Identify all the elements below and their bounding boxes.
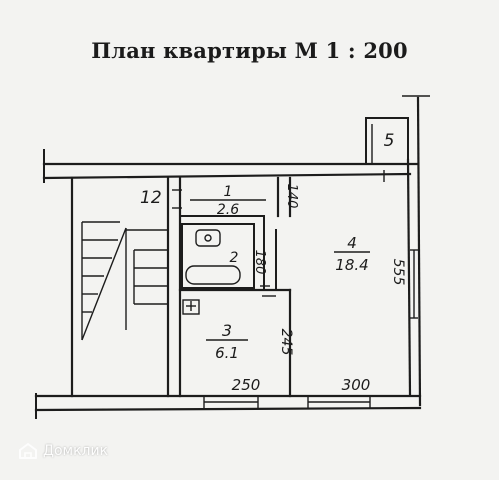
watermark-text: Домклик xyxy=(43,443,109,459)
room-3-area: 6.1 xyxy=(215,344,239,362)
house-logo-icon xyxy=(19,443,37,459)
dim-room3-height: 245 xyxy=(278,329,294,356)
watermark: Домклик xyxy=(18,442,108,460)
bottom-wall-outer xyxy=(34,406,422,412)
right-wall-inner xyxy=(406,158,412,397)
dim-room2-height: 180 xyxy=(252,250,267,275)
room-5-box xyxy=(365,117,409,165)
stair-diagonal xyxy=(81,227,127,341)
right-wall-outer xyxy=(416,96,422,407)
room-12-label: 12 xyxy=(140,188,162,208)
room-4-number: 4 xyxy=(347,234,357,252)
sink-drain-icon xyxy=(204,234,212,242)
dim-room3-width: 250 xyxy=(232,376,261,394)
dim-room4-width: 300 xyxy=(342,376,371,394)
dim-room4-height: 555 xyxy=(390,259,406,286)
room-5-number: 5 xyxy=(384,131,395,151)
top-wall-inner xyxy=(42,172,412,180)
room-1-number: 1 xyxy=(224,184,233,200)
bathtub-icon xyxy=(185,265,241,285)
plan-title: План квартиры М 1 : 200 xyxy=(91,38,408,63)
room-3-outlet-box xyxy=(182,299,200,315)
sink-icon xyxy=(195,229,221,247)
room-1-area: 2.6 xyxy=(217,202,239,218)
dim-room1-width: 140 xyxy=(284,184,299,209)
room-2-number: 2 xyxy=(230,250,239,266)
room-3-number: 3 xyxy=(222,321,232,340)
room-2-box xyxy=(181,223,255,289)
room-4-area: 18.4 xyxy=(335,256,368,274)
